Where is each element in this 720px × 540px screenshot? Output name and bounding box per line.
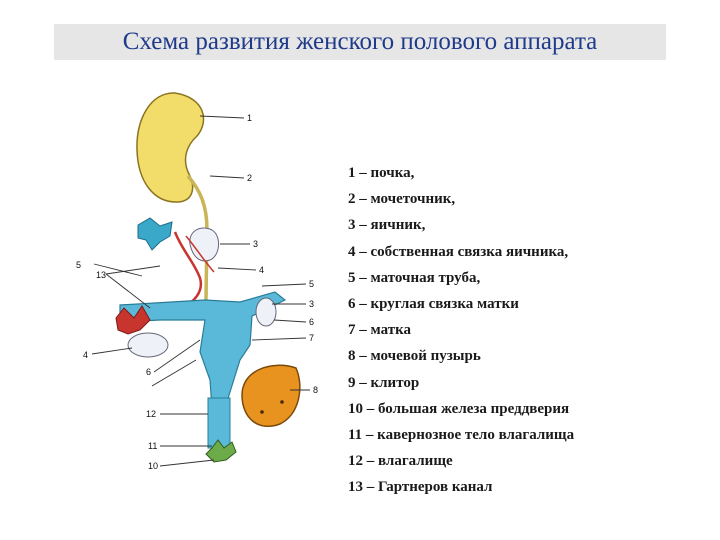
fimbria-shape — [137, 217, 173, 251]
right-ovary-shape — [255, 297, 277, 327]
callout-number: 2 — [247, 173, 252, 183]
legend-item: 5 – маточная труба, — [348, 269, 481, 286]
legend-item: 8 – мочевой пузырь — [348, 348, 481, 365]
callout-number: 1 — [247, 113, 252, 123]
callout-number: 13 — [96, 270, 106, 280]
callout-number: 7 — [309, 333, 314, 343]
callout-number: 5 — [309, 279, 314, 289]
callout-number: 11 — [148, 441, 157, 451]
callout-number: 4 — [83, 350, 88, 360]
callout-number: 4 — [259, 265, 264, 275]
left-ovary-shape — [127, 332, 169, 358]
legend-item: 11 – кавернозное тело влагалища — [348, 426, 575, 443]
callout-number: 3 — [309, 299, 314, 309]
ovary-top-shape — [189, 227, 219, 262]
uterus-shape — [119, 291, 287, 409]
callout-number: 10 — [148, 461, 158, 471]
legend-item: 6 – круглая связка матки — [348, 295, 519, 312]
kidney-shape — [136, 92, 205, 203]
callout-number: 3 — [253, 239, 258, 249]
legend-item: 7 – матка — [348, 322, 412, 339]
legend-item: 4 – собственная связка яичника, — [348, 243, 569, 260]
left-fimbria-shape — [115, 305, 151, 335]
callout-number: 6 — [309, 317, 314, 327]
legend-item: 9 – клитор — [348, 374, 420, 391]
legend-item: 3 – яичник, — [348, 217, 426, 234]
clitoris-shape — [205, 439, 237, 463]
legend-item: 2 – мочеточник, — [348, 191, 456, 208]
page-title: Схема развития женского полового аппарат… — [122, 28, 598, 55]
callout-number: 5 — [76, 260, 81, 270]
legend-item: 10 – большая железа преддверия — [348, 400, 570, 417]
callout-number: 8 — [313, 385, 318, 395]
legend-list: 1 – почка, 2 – мочеточник, 3 – яичник, 4… — [348, 160, 574, 500]
bladder-shape — [241, 364, 301, 427]
callout-number: 12 — [146, 409, 156, 419]
callout-number: 6 — [146, 367, 151, 377]
legend-item: 13 – Гартнеров канал — [348, 479, 493, 496]
title-bar: Схема развития женского полового аппарат… — [54, 24, 666, 60]
legend-item: 1 – почка, — [348, 165, 415, 181]
legend-item: 12 – влагалище — [348, 453, 453, 470]
